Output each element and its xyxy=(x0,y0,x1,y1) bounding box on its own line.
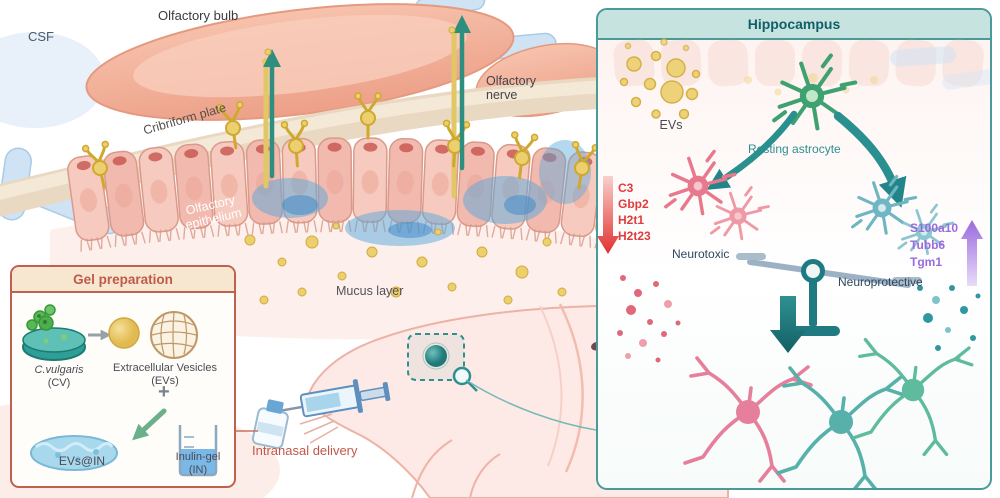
whiskers xyxy=(299,413,339,444)
olfactory-bulb-label: Olfactory bulb xyxy=(158,8,239,23)
teal-dot-cluster xyxy=(917,285,981,361)
intranasal-delivery-label: Intranasal delivery xyxy=(252,443,358,458)
transport-up-arrows xyxy=(263,15,471,179)
evsin-label: EVs@IN xyxy=(58,454,106,468)
pink-dot-cluster xyxy=(617,275,681,363)
olfactory-nerve-label: Olfactory nerve xyxy=(486,74,537,103)
neurotoxic-astrocytes xyxy=(664,149,770,241)
ev-cluster xyxy=(619,38,701,120)
gel-preparation-graphics xyxy=(22,304,218,477)
neuroprotective-gene-list: S100a10 Tubb6 Tgm1 xyxy=(910,221,959,269)
balance-scale xyxy=(736,253,922,336)
resting-astrocyte-label: Resting astrocyte xyxy=(748,142,841,156)
syringe-icon xyxy=(262,379,391,418)
faint-decorations xyxy=(744,46,990,96)
arrow-mix-to-gel xyxy=(132,408,167,441)
neurotoxic-gene-list: C3 Gbp2 H2t1 H2t23 xyxy=(618,181,651,243)
inulin-beaker-icon xyxy=(178,425,218,477)
cv-label: C.vulgaris (CV) xyxy=(34,364,84,389)
olfactory-bulb-shape xyxy=(85,3,615,121)
neurotoxic-label: Neurotoxic xyxy=(672,247,730,261)
hippocampus-graphics xyxy=(598,38,990,488)
resting-astrocyte-cell xyxy=(774,56,855,129)
gel-preparation-panel: Gel preparation xyxy=(10,265,236,488)
red-down-arrow xyxy=(598,176,619,254)
ev-vesicle-icons xyxy=(108,311,198,359)
evs-label: Extracellular Vesicles (EVs) xyxy=(113,362,217,387)
outcome-down-arrow xyxy=(770,296,806,353)
purple-up-arrow xyxy=(961,220,983,286)
ev-particles xyxy=(228,26,567,305)
mucus-layer-label: Mucus layer xyxy=(336,284,404,298)
gel-preparation-title: Gel preparation xyxy=(12,267,234,293)
hippocampus-title: Hippocampus xyxy=(598,10,990,40)
evs-cluster-label: EVs xyxy=(659,118,683,132)
hippocampus-panel: Hippocampus xyxy=(596,8,992,490)
csf-wash xyxy=(0,32,105,128)
plus-sign: + xyxy=(158,381,170,403)
inulin-label: Inulin-gel (IN) xyxy=(175,451,221,476)
csf-label: CSF xyxy=(28,29,54,44)
bottle-icon xyxy=(251,399,289,449)
evsin-gel-icon xyxy=(30,435,118,471)
hippocampus-target-marker xyxy=(407,333,597,431)
bottom-neurons xyxy=(683,337,974,488)
petri-dish-icon xyxy=(22,304,86,361)
neuroprotective-astrocytes xyxy=(851,174,955,255)
neuroprotective-label: Neuroprotective xyxy=(838,275,923,289)
